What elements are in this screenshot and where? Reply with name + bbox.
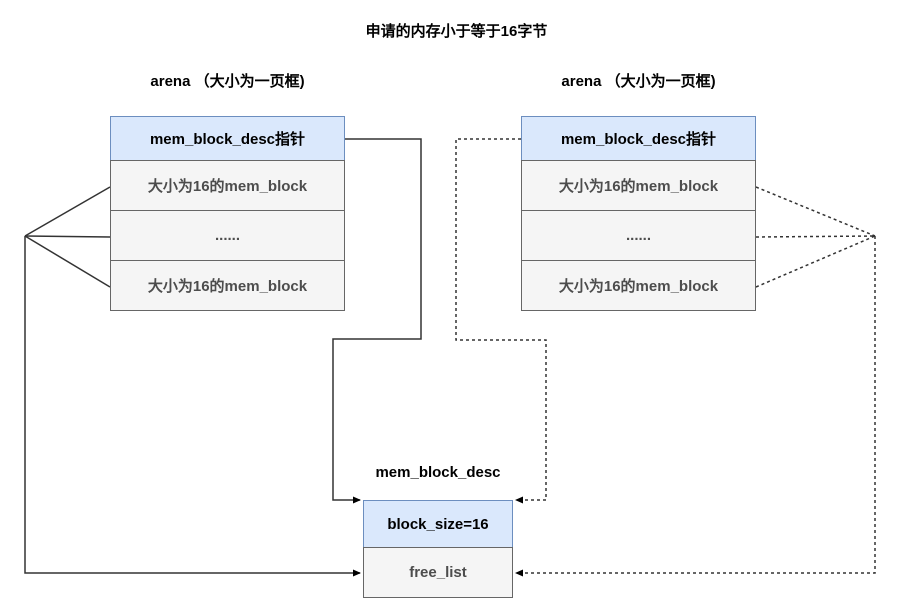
- left-arena-label: arena （大小为一页框): [150, 73, 305, 90]
- left-arena-table: mem_block_desc指针 大小为16的mem_block ...... …: [110, 116, 345, 311]
- right-row1-fan-line: [755, 186, 876, 237]
- left-arena-row-mem-block-2: 大小为16的mem_block: [110, 260, 345, 311]
- right-row2-fan-line: [755, 235, 876, 238]
- right-arena-header-cell: mem_block_desc指针: [521, 116, 756, 161]
- right-arena-row-mem-block-1: 大小为16的mem_block: [521, 160, 756, 211]
- left-row2-fan-line: [24, 235, 111, 238]
- mem-block-desc-box: block_size=16 free_list: [363, 500, 513, 598]
- mem-block-desc-label: mem_block_desc: [375, 464, 501, 481]
- left-arena-header-cell: mem_block_desc指针: [110, 116, 345, 161]
- left-header-to-blocksize-connector: [332, 138, 422, 504]
- block-size-cell: block_size=16: [363, 500, 513, 548]
- right-arena-label: arena （大小为一页框): [561, 73, 716, 90]
- right-arena-row-ellipsis: ......: [521, 210, 756, 261]
- diagram-title: 申请的内存小于等于16字节: [365, 23, 548, 40]
- left-row3-fan-line: [24, 235, 111, 288]
- left-arena-row-ellipsis: ......: [110, 210, 345, 261]
- left-arena-row-mem-block-1: 大小为16的mem_block: [110, 160, 345, 211]
- right-arena-row-mem-block-2: 大小为16的mem_block: [521, 260, 756, 311]
- left-row1-fan-line: [24, 186, 111, 237]
- free-list-cell: free_list: [363, 547, 513, 598]
- right-arena-table: mem_block_desc指针 大小为16的mem_block ...... …: [521, 116, 756, 311]
- right-row3-fan-line: [755, 235, 876, 288]
